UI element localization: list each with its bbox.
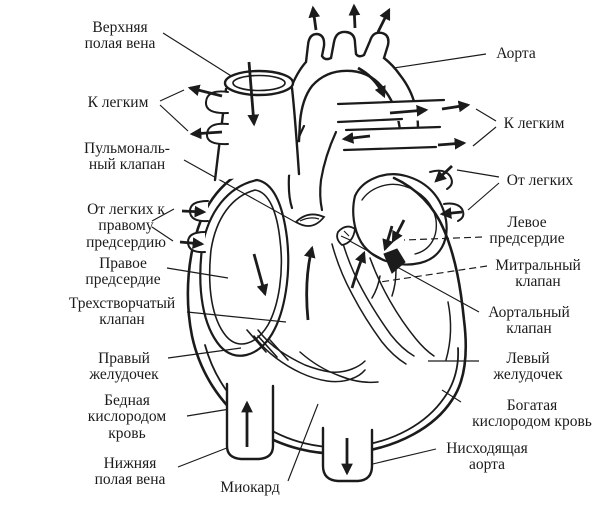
leader-superior-vena-cava [162, 32, 237, 80]
label-mitral-valve: Митральный клапан [495, 257, 581, 291]
label-right-ventricle: Правый желудочек [89, 350, 159, 384]
flow-to-lungs-left-1 [187, 84, 223, 98]
leader-from-lungs-ra-1 [151, 208, 175, 222]
pulmonary-artery-lower-fill [344, 127, 440, 150]
flow-to-lungs-right-2 [437, 137, 467, 150]
left-pulmonary-vein-stub-2 [443, 202, 465, 222]
leader-to-lungs-left-1 [159, 89, 185, 102]
label-superior-vena-cava: Верхняя полая вена [84, 19, 156, 53]
left-atrium-inner-wall [361, 183, 438, 255]
label-myocardium: Миокард [220, 479, 280, 496]
aortic-valve-shape [336, 225, 356, 246]
flow-ra-down [252, 253, 269, 297]
label-from-lungs-to-right-atrium: От легких к правому предсердию [86, 201, 166, 251]
ivc-tube [225, 382, 275, 461]
leader-lines [151, 32, 500, 482]
leader-from-lungs-right-2 [467, 182, 500, 211]
flow-svc-down [247, 61, 260, 127]
leader-from-lungs-ra-2 [151, 226, 174, 242]
leader-right-ventricle [167, 347, 242, 359]
tricuspid-chordae [246, 329, 289, 361]
label-descending-aorta: Нисходящая аорта [446, 440, 528, 474]
flow-arch-curve [357, 66, 386, 99]
aortic-valve-cusp [340, 230, 351, 241]
label-tricuspid-valve: Трехстворчатый клапан [68, 295, 176, 329]
aorta-arch [279, 30, 420, 144]
leader-mitral-valve [379, 265, 488, 283]
leader-to-lungs-right-2 [472, 126, 497, 147]
label-inferior-vena-cava: Нижняя полая вена [94, 455, 166, 489]
label-pulmonary-valve: Пульмональ- ный клапан [84, 140, 170, 174]
left-atrium-shape [352, 173, 448, 266]
ventricle-inner-walls [253, 239, 452, 384]
label-from-lungs-right: От легких [506, 172, 574, 189]
leader-right-atrium [166, 267, 229, 279]
flow-arch-branch-2 [348, 3, 361, 29]
flow-pa-left [341, 132, 371, 144]
svc-opening-inner [232, 74, 286, 92]
leader-pulmonary-valve [183, 159, 298, 224]
label-to-lungs-left: К легким [87, 94, 149, 111]
flow-from-lungs-right-1 [434, 164, 453, 183]
leader-to-lungs-left-2 [159, 104, 189, 132]
flow-la-internal [391, 219, 406, 244]
label-oxygen-rich-blood: Богатая кислородом кровь [472, 397, 592, 431]
right-atrium-inner-wall [208, 189, 283, 345]
right-atrium-shape [199, 178, 290, 357]
leader-to-lungs-right-1 [475, 108, 497, 122]
flow-lv-up [350, 250, 366, 289]
flow-mitral-in [382, 225, 394, 252]
flow-into-ra-1 [181, 205, 207, 218]
leader-oxygen-rich-blood [441, 389, 462, 403]
pulmonary-artery-upper [336, 98, 446, 124]
right-pa-stub-1 [204, 90, 229, 115]
flow-to-lungs-left-2 [189, 127, 223, 140]
leader-left-atrium [403, 236, 483, 241]
label-to-lungs-right: К легким [503, 115, 565, 132]
label-aortic-valve: Аортальный клапан [488, 304, 570, 338]
label-left-atrium: Левое предсердие [489, 214, 565, 248]
flow-rv-up [304, 245, 316, 321]
svc-fill [215, 88, 299, 180]
flow-arch-branch-3 [376, 7, 391, 33]
left-pulmonary-vein-stub-1 [429, 169, 453, 190]
flow-arch-branch-1 [308, 5, 321, 31]
flow-from-lungs-right-2 [439, 207, 463, 219]
pulmonary-valve-shape [294, 213, 326, 227]
label-aorta: Аорта [496, 45, 536, 62]
label-right-atrium: Правое предсердие [85, 255, 161, 289]
label-left-ventricle: Левый желудочек [493, 350, 563, 384]
blood-flow-arrows [179, 3, 471, 476]
pulmonary-trunk-right-edge [319, 130, 338, 212]
valves [294, 213, 406, 274]
label-oxygen-poor-blood: Бедная кислородом кровь [87, 392, 167, 442]
leader-from-lungs-right-1 [456, 169, 500, 178]
pulmonary-valve-cusp [299, 217, 320, 222]
flow-pa-right [389, 104, 429, 117]
flow-to-lungs-right-1 [441, 100, 471, 113]
great-vessels [186, 30, 446, 483]
flow-into-ra-2 [179, 237, 205, 250]
pulmonary-artery-lower [342, 125, 442, 152]
svc-opening-outer [223, 69, 295, 97]
